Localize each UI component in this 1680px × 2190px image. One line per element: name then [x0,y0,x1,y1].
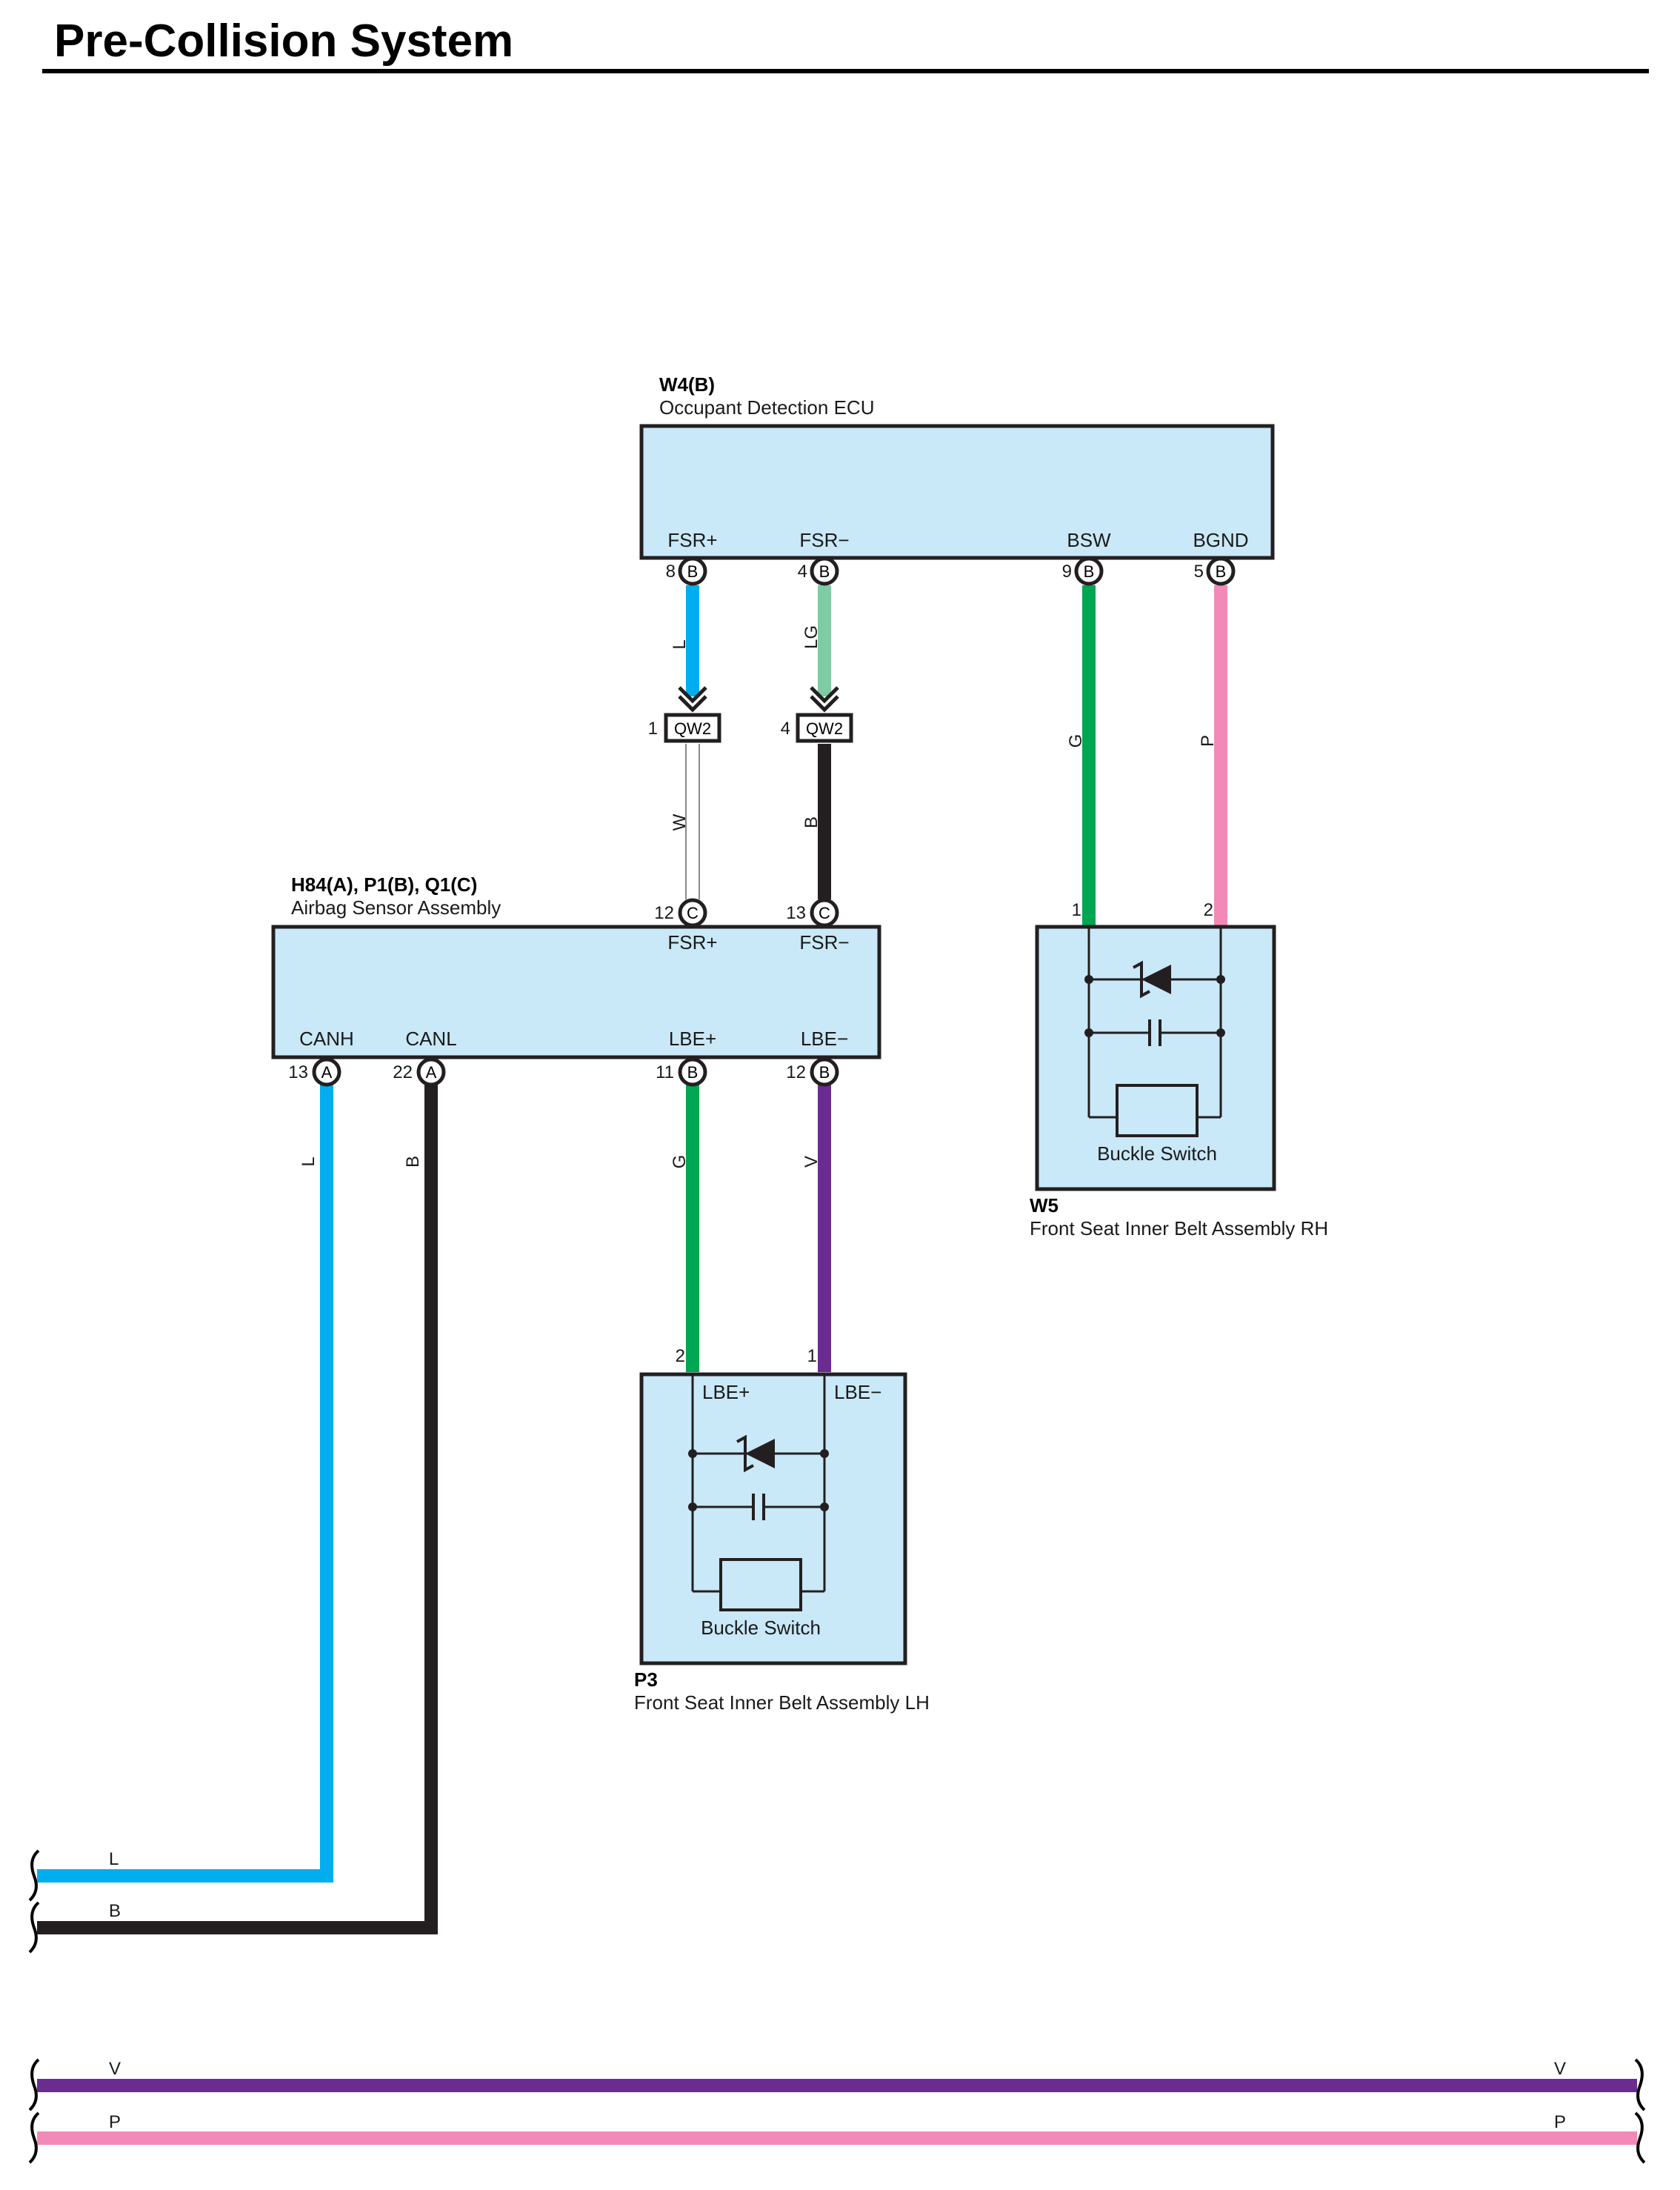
airbag-terminal-name: FSR− [799,931,849,953]
ecu-terminal-name: BGND [1193,529,1248,551]
pin-number: 4 [798,562,807,582]
pin-number: 5 [1194,562,1204,582]
ecu-box [639,424,1275,560]
junction-name: QW2 [674,719,711,738]
junction-box [664,713,721,743]
page-title: Pre-Collision System [54,16,513,67]
airbag-terminal-name: CANL [405,1028,456,1050]
wire-break-left-icon [28,1849,40,2164]
wire-label: L [670,639,690,649]
connector-marker [678,556,707,586]
rh-belt-box [1035,925,1276,1191]
pin-number: 1 [648,719,658,739]
airbag-terminal-name: LBE− [801,1028,848,1050]
pin-number: 8 [666,562,676,582]
junction-name: QW2 [806,719,843,738]
lh-belt-name: Front Seat Inner Belt Assembly LH [634,1691,930,1714]
pin-number: 12 [654,903,674,923]
wire-canh [37,1082,333,1883]
airbag-terminal-name: FSR+ [667,931,717,953]
pin-number: 2 [676,1346,685,1366]
connector-letter: B [1216,562,1227,581]
buckle-switch-circuit-icon [688,1376,829,1611]
buckle-switch-circuit-icon [1084,928,1225,1137]
junction-qw2: QW2 1 QW2 4 [648,686,853,743]
connector-letter: B [1084,562,1095,581]
wire-label: G [670,1155,690,1169]
junction-arrow-icon [678,686,839,713]
airbag-terminal-name: CANH [299,1028,354,1050]
pin-number: 13 [786,903,806,923]
wire-label: G [1066,734,1086,748]
rh-belt-component: 1 2 Buckle Switch W5 Front Seat Inner Be… [1030,900,1328,1239]
wire-canl [37,1082,438,1934]
connector-letter: C [819,904,830,922]
wire-label: L [109,1849,119,1869]
airbag-name: Airbag Sensor Assembly [291,896,501,919]
wire-label: V [1554,2059,1566,2079]
lh-belt-component: 2 1 LBE+ LBE− Buckle Switch P3 Front Sea… [634,1346,930,1714]
ecu-component: W4(B) Occupant Detection ECU FSR+ FSR− B… [639,373,1275,586]
connector-marker [678,898,707,928]
pin-number: 4 [781,719,790,739]
lh-terminal-name: LBE+ [702,1381,750,1403]
lh-belt-code: P3 [634,1668,658,1691]
lh-terminal-name: LBE− [834,1381,881,1403]
wire-label: W [670,813,690,831]
rh-belt-code: W5 [1030,1194,1059,1217]
wire-label: P [109,2112,121,2132]
wire-label: P [1554,2112,1566,2132]
buckle-switch-label: Buckle Switch [1097,1142,1217,1165]
pin-number: 12 [786,1062,806,1082]
airbag-component: H84(A), P1(B), Q1(C) Airbag Sensor Assem… [271,873,881,1087]
ecu-code: W4(B) [659,373,715,396]
wire-label: V [801,1156,821,1168]
rh-belt-name: Front Seat Inner Belt Assembly RH [1030,1217,1328,1239]
airbag-code: H84(A), P1(B), Q1(C) [291,873,477,896]
wire-break-right-icon [1634,2058,1646,2164]
ecu-terminal-name: BSW [1067,529,1111,551]
connector-letter: B [687,562,699,581]
connector-letter: A [321,1063,333,1082]
airbag-terminal-name: LBE+ [669,1028,716,1050]
wire-label: P [1198,735,1218,747]
wire-label: B [801,816,821,828]
connector-marker [416,1057,446,1087]
connector-letter: C [687,904,699,922]
connector-letter: B [819,562,830,581]
connector-letter: B [687,1063,699,1082]
connector-marker [810,898,839,928]
pin-number: 9 [1062,562,1072,582]
wire-label: LG [801,625,821,649]
wire-label: L [299,1156,319,1166]
pin-number: 11 [656,1062,674,1082]
wire-label: V [109,2059,121,2079]
connector-marker [1206,556,1236,586]
connector-marker [678,1057,707,1087]
ecu-terminal-name: FSR+ [667,529,717,551]
connector-letter: B [819,1063,830,1082]
ecu-terminal-name: FSR− [799,529,849,551]
pin-number: 13 [288,1062,308,1082]
connector-letter: A [426,1063,437,1082]
connector-marker [810,556,839,586]
pin-number: 2 [1204,900,1213,920]
pin-number: 22 [393,1062,413,1082]
airbag-box [271,925,881,1059]
junction-box [796,713,853,743]
wire-label: B [403,1156,423,1168]
connector-marker [810,1057,839,1087]
pin-number: 1 [1072,900,1081,920]
ecu-name: Occupant Detection ECU [659,396,874,419]
buckle-switch-label: Buckle Switch [701,1617,821,1639]
pin-number: 1 [807,1346,817,1366]
wire-label: B [109,1901,121,1921]
connector-marker [312,1057,341,1087]
connector-marker [1074,556,1104,586]
lh-belt-box [639,1372,907,1665]
